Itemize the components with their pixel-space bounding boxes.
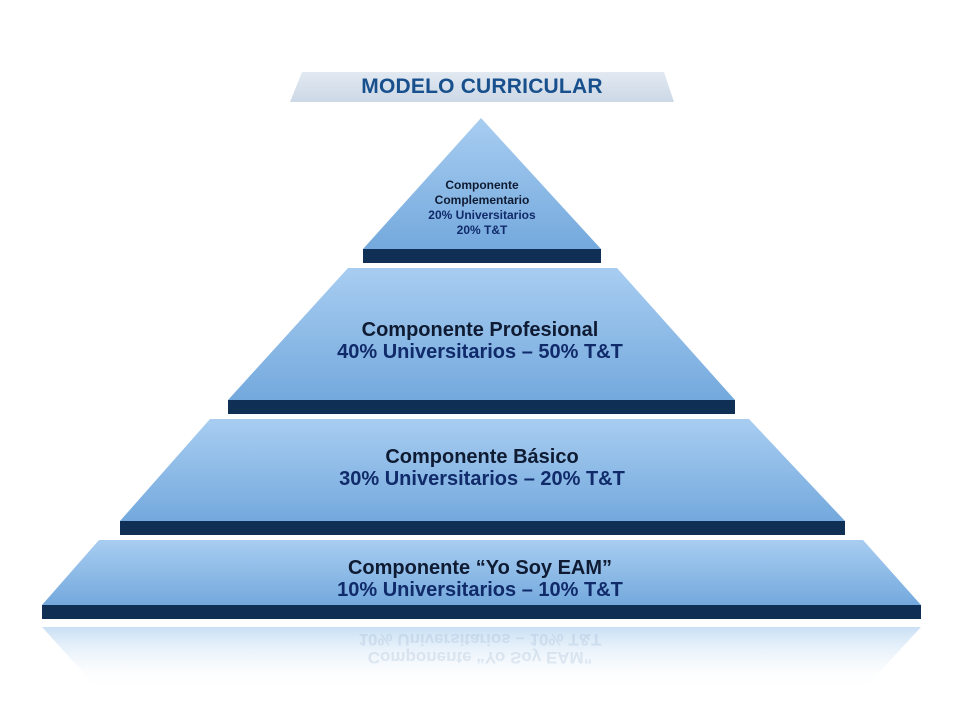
tier-complementario-name-line1: Componente [445, 178, 519, 192]
title-banner [290, 72, 674, 102]
tier-complementario [363, 118, 601, 249]
tier-complementario-base [363, 249, 601, 263]
tier-basico-base [120, 521, 845, 535]
tier-yo-soy-eam-label: Componente “Yo Soy EAM” 10% Universitari… [130, 555, 830, 603]
tier-yo-soy-eam-base [42, 605, 921, 619]
reflection-name: Componente “Yo Soy EAM” [367, 648, 593, 667]
tier-complementario-universitarios: 20% Universitarios [428, 208, 536, 222]
reflection-detail: 10% Universitarios – 10% T&T [358, 630, 602, 649]
tier-yo-soy-eam [42, 540, 921, 605]
tier-profesional-name: Componente Profesional [361, 319, 599, 341]
reflection-text: Componente “Yo Soy EAM” 10% Universitari… [200, 628, 760, 668]
tier-complementario-label: Componente Complementario 20% Universita… [402, 175, 562, 241]
tier-complementario-name-line2: Complementario [434, 193, 530, 207]
tier-profesional [228, 268, 735, 400]
page-title: MODELO CURRICULAR [361, 75, 603, 98]
pyramid-reflection [42, 627, 921, 690]
tier-complementario-tyt: 20% T&T [456, 223, 508, 237]
tier-profesional-label: Componente Profesional 40% Universitario… [260, 317, 700, 365]
tier-basico-detail: 30% Universitarios – 20% T&T [339, 468, 625, 490]
tier-basico [120, 419, 845, 521]
tier-yo-soy-eam-name: Componente “Yo Soy EAM” [347, 557, 613, 579]
tier-profesional-detail: 40% Universitarios – 50% T&T [337, 341, 623, 363]
tier-basico-label: Componente Básico 30% Universitarios – 2… [200, 444, 764, 492]
tier-yo-soy-eam-detail: 10% Universitarios – 10% T&T [337, 579, 623, 601]
tier-basico-name: Componente Básico [385, 446, 579, 468]
tier-profesional-base [228, 400, 735, 414]
